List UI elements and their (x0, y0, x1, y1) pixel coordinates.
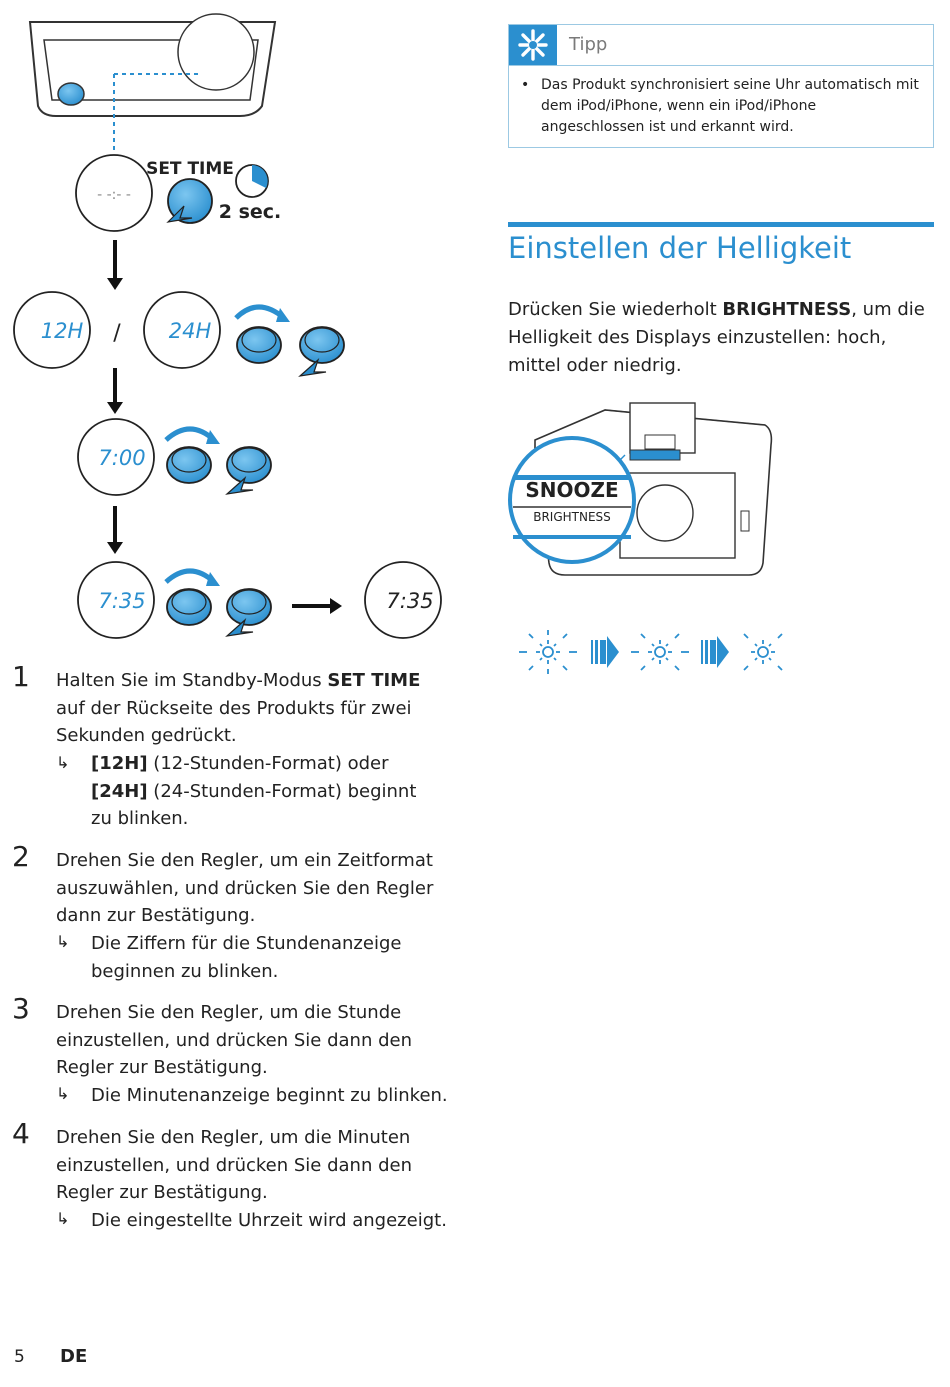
result-arrow-icon: ↳ (56, 1209, 70, 1228)
step-number: 1 (12, 660, 30, 693)
page-number: 5 (14, 1347, 25, 1367)
next-arrow-icon (701, 636, 729, 668)
tip-bullet: • (521, 77, 530, 93)
display-blank-text: - -:- - (97, 187, 131, 203)
result-bold-24h: [24H] (91, 780, 148, 802)
display-final (364, 561, 442, 639)
tip-header: Tipp (509, 25, 933, 66)
press-knob-icon (298, 326, 345, 377)
display-hour-text: 7:00 (98, 446, 145, 470)
press-knob-icon (225, 446, 272, 495)
press-arrow-icon (166, 205, 193, 223)
step-text-before: Halten Sie im Standby-Modus (56, 670, 328, 691)
display-24h (143, 291, 221, 369)
display-blank (75, 154, 153, 232)
zoom-circle (508, 436, 636, 564)
display-24h-text: 24H (169, 319, 212, 343)
result-end: (24-Stunden-Format) beginnt zu blinken. (91, 780, 417, 830)
tip-label: Tipp (569, 34, 608, 55)
para-suffix: , um die Helligkeit des Displays einzust… (508, 299, 925, 376)
flow-arrow-down-icon (107, 506, 123, 554)
flow-arrow-down-icon (107, 240, 123, 290)
step-text-bold: SET TIME (327, 670, 421, 691)
set-time-label: SET TIME (146, 159, 234, 179)
display-minute (77, 561, 155, 639)
result-arrow-icon: ↳ (56, 753, 70, 772)
rotate-knob-icon (164, 426, 220, 484)
para-prefix: Drücken Sie wiederholt (508, 299, 723, 320)
step-result: Die Minutenanzeige beginnt zu blinken. (91, 1085, 448, 1106)
brightness-label: BRIGHTNESS (533, 510, 611, 524)
step-result: Die Ziffern für die Stundenanzeige begin… (91, 933, 402, 982)
step-text: Drehen Sie den Regler, um die Minuten ei… (56, 1127, 412, 1203)
duration-label: 2 sec. (219, 201, 282, 223)
flow-arrow-right-icon (292, 598, 342, 614)
timer-icon (235, 164, 269, 198)
display-12h (13, 291, 91, 369)
brightness-high-icon (519, 630, 577, 674)
set-time-button-icon (57, 82, 85, 106)
section-paragraph: Drücken Sie wiederholt BRIGHTNESS, um di… (508, 296, 938, 380)
tip-item: • Das Produkt synchronisiert seine Uhr a… (521, 75, 923, 138)
step-number: 2 (12, 840, 30, 873)
display-separator: / (113, 321, 121, 346)
display-hour (77, 418, 155, 496)
result-arrow-icon: ↳ (56, 1084, 70, 1103)
step-number: 3 (12, 992, 30, 1025)
display-final-text: 7:35 (386, 589, 433, 613)
product-back-view (28, 13, 277, 150)
section-rule (508, 222, 934, 227)
set-time-illustration: - -:- - SET TIME 2 sec. 12H / 24H 7:00 (13, 13, 442, 639)
step-number: 4 (12, 1117, 30, 1150)
display-minute-text: 7:35 (98, 589, 145, 613)
result-bold-12h: [12H] (91, 753, 148, 774)
brightness-low-icon (743, 633, 783, 671)
rotate-knob-icon (164, 568, 220, 626)
step-result: Die eingestellte Uhrzeit wird angezeigt. (91, 1210, 447, 1231)
para-bold: BRIGHTNESS (722, 299, 852, 320)
language-code: DE (60, 1346, 88, 1367)
brightness-medium-icon (631, 633, 689, 671)
brightness-cycle (519, 630, 783, 674)
tip-star-icon (509, 25, 557, 65)
snooze-label: SNOOZE (525, 478, 618, 502)
result-mid: (12-Stunden-Format) oder (147, 753, 389, 774)
display-12h-text: 12H (41, 319, 84, 343)
step-text: Drehen Sie den Regler, um die Stunde ein… (56, 1002, 412, 1078)
next-arrow-icon (591, 636, 619, 668)
step-text: Halten Sie im Standby-Modus SET TIME auf… (56, 667, 446, 750)
rotate-knob-icon (234, 304, 290, 364)
step-text: Drehen Sie den Regler, um ein Zeitformat… (56, 850, 434, 926)
section-heading: Einstellen der Helligkeit (508, 231, 852, 265)
press-knob-icon (225, 588, 272, 637)
step-result: [12H] (12-Stunden-Format) oder [24H] (24-… (91, 750, 436, 833)
flow-arrow-down-icon (107, 368, 123, 414)
tip-box: Tipp • Das Produkt synchronisiert seine … (508, 24, 934, 148)
tip-text: Das Produkt synchronisiert seine Uhr aut… (541, 77, 919, 135)
result-arrow-icon: ↳ (56, 932, 70, 951)
brightness-illustration: SNOOZE BRIGHTNESS (508, 402, 773, 576)
step-text-after: auf der Rückseite des Produkts für zwei … (56, 697, 412, 747)
